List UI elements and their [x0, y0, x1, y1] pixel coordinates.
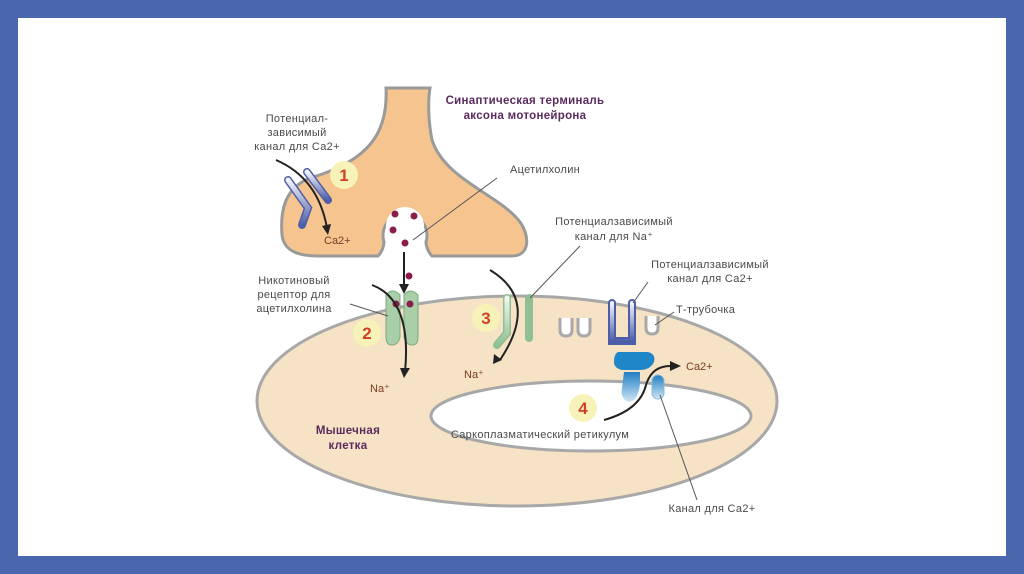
ion-ca-terminal: Ca2+: [324, 235, 351, 247]
title-line2: аксона мотонейрона: [464, 110, 587, 122]
label-ca-channel-muscle-2: канал для Са2+: [667, 273, 753, 285]
title-line1: Синаптическая терминаль: [446, 95, 605, 107]
leader-lines: [349, 177, 698, 501]
label-sarcoplasmic-reticulum: Саркоплазматический ретикулум: [451, 429, 629, 441]
label-na-channel-2: канал для Na⁺: [575, 231, 653, 243]
svg-text:1: 1: [339, 166, 348, 185]
ca-release-arrow: [603, 364, 673, 421]
ca-channel-terminal: [284, 168, 332, 229]
ion-na-channel: Na⁺: [464, 369, 484, 381]
step-4: 4: [569, 394, 597, 422]
label-ca-channel-terminal-1: Потенциал-: [266, 113, 329, 125]
muscle-label-1: Мышечная: [316, 425, 380, 437]
svg-text:3: 3: [481, 309, 490, 328]
ca-channel-muscle: [608, 299, 636, 345]
na-influx-arrow-receptor: [371, 284, 407, 373]
label-nicotinic-2: рецептор для: [257, 289, 330, 301]
step-2: 2: [353, 319, 381, 347]
acetylcholine-molecules: [389, 210, 418, 280]
label-ca-release-channel: Канал для Са2+: [669, 503, 756, 515]
label-acetylcholine: Ацетилхолин: [510, 164, 580, 176]
synaptic-vesicle: [386, 207, 424, 245]
slide: 1 2 3 4 Синаптическая терминаль аксона м…: [18, 18, 1006, 556]
neuromuscular-junction-diagram: 1 2 3 4 Синаптическая терминаль аксона м…: [254, 86, 779, 515]
t-tubule: [558, 316, 660, 338]
ca-influx-arrow: [275, 159, 328, 229]
label-nicotinic-1: Никотиновый: [258, 275, 329, 287]
na-influx-arrow-channel: [489, 269, 519, 361]
svg-text:4: 4: [578, 399, 588, 418]
label-ca-channel-terminal-2: зависимый: [267, 127, 326, 139]
ion-ca-sr: Ca2+: [686, 361, 713, 373]
label-na-channel-1: Потенциалзависимый: [555, 216, 673, 228]
svg-text:2: 2: [362, 324, 371, 343]
step-3: 3: [472, 304, 500, 332]
ion-na-receptor: Na⁺: [370, 383, 390, 395]
step-1: 1: [330, 161, 358, 189]
ca-release-channel: [614, 352, 665, 402]
label-t-tubule: Т-трубочка: [676, 304, 736, 316]
label-ca-channel-terminal-3: канал для Са2+: [254, 141, 340, 153]
label-nicotinic-3: ацетилхолина: [256, 303, 332, 315]
na-channel: [493, 294, 533, 349]
muscle-label-2: клетка: [329, 440, 368, 452]
label-ca-channel-muscle-1: Потенциалзависимый: [651, 259, 769, 271]
